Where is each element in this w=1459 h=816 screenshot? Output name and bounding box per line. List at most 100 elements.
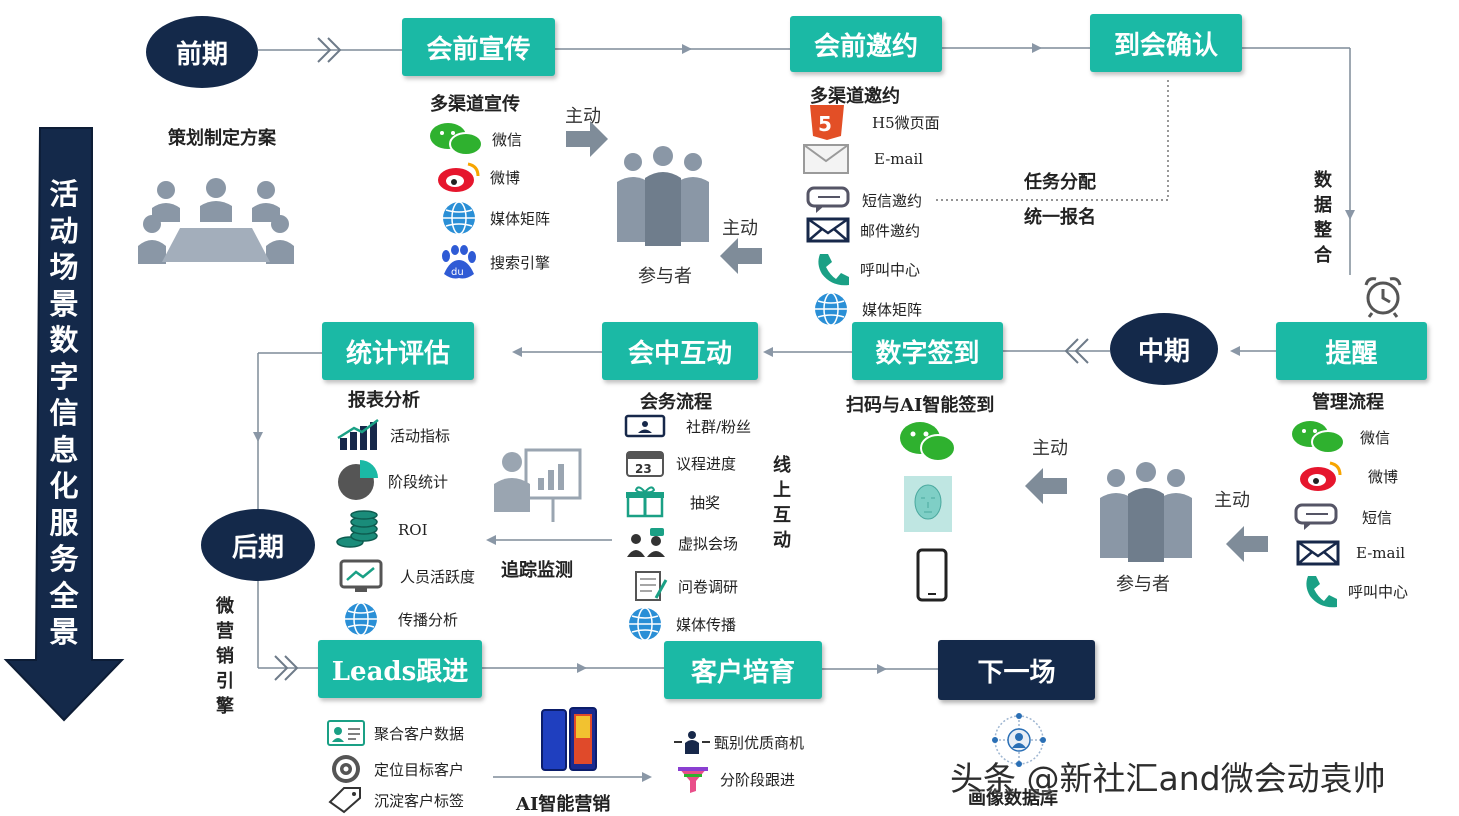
phase-middle[interactable]: 中期 <box>1110 313 1218 385</box>
promo-item-weibo[interactable]: 微博 <box>436 160 520 194</box>
task-label-assign: 任务分配 <box>1024 172 1096 193</box>
baidu-icon: du <box>442 245 476 279</box>
promo-item-search[interactable]: du 搜索引擎 <box>436 244 550 280</box>
invite-item-email[interactable]: E-mail <box>802 143 923 175</box>
globe-icon <box>815 292 847 326</box>
interact-item-media[interactable]: 媒体传播 <box>622 606 736 642</box>
interact-item-virtual-venue[interactable]: 虚拟会场 <box>624 527 738 559</box>
invite-item-envelope[interactable]: 邮件邀约 <box>806 217 920 243</box>
remind-item-wechat[interactable]: 微信 <box>1290 420 1390 454</box>
box-nurture[interactable]: 客户培育 <box>664 641 822 699</box>
leads-item-aggregate[interactable]: 聚合客户数据 <box>326 717 464 749</box>
box-confirm[interactable]: 到会确认 <box>1090 14 1242 72</box>
box-next[interactable]: 下一场 <box>938 640 1095 700</box>
participants-label-2: 参与者 <box>1116 574 1170 595</box>
meeting-icon <box>627 528 665 557</box>
evaluate-item-roi[interactable]: ROI <box>334 510 428 550</box>
interact-item-label: 社群/粉丝 <box>686 417 752 436</box>
big-down-arrow <box>3 127 125 722</box>
face-recognition-icon <box>904 476 952 532</box>
globe-icon <box>629 607 661 641</box>
remind-item-sms[interactable]: 短信 <box>1294 503 1392 531</box>
leads-item-label: 聚合客户数据 <box>374 724 465 743</box>
nurture-item-label: 甄别优质商机 <box>714 733 805 752</box>
phone-icon <box>818 254 849 286</box>
network-portrait-icon <box>992 713 1046 767</box>
evaluate-item-label: 活动指标 <box>390 426 451 445</box>
remind-item-callcenter[interactable]: 呼叫中心 <box>1302 572 1408 610</box>
evaluate-item-stage[interactable]: 阶段统计 <box>334 460 448 502</box>
interact-item-label: 抽奖 <box>690 493 721 512</box>
svg-text:du: du <box>451 267 464 278</box>
svg-text:5: 5 <box>818 112 832 136</box>
invite-item-sms[interactable]: 短信邀约 <box>806 186 922 214</box>
invite-item-media[interactable]: 媒体矩阵 <box>808 291 922 327</box>
evaluate-item-spread[interactable]: 传播分析 <box>336 601 458 637</box>
bar-chart-icon <box>337 419 379 450</box>
interact-item-label: 问卷调研 <box>678 577 739 596</box>
leads-item-target[interactable]: 定位目标客户 <box>326 753 464 785</box>
box-promo[interactable]: 会前宣传 <box>402 18 555 76</box>
promo-item-wechat[interactable]: 微信 <box>428 122 522 156</box>
globe-icon <box>345 602 377 636</box>
invite-item-label: 短信邀约 <box>862 191 923 210</box>
promo-item-label: 搜索引擎 <box>490 253 551 272</box>
box-remind[interactable]: 提醒 <box>1276 322 1427 380</box>
active-label-3: 主动 <box>1032 438 1068 459</box>
box-evaluate[interactable]: 统计评估 <box>322 322 474 380</box>
remind-item-email[interactable]: E-mail <box>1296 540 1405 566</box>
evaluate-item-label: ROI <box>398 521 428 539</box>
evaluate-item-metrics[interactable]: 活动指标 <box>336 418 450 452</box>
weibo-icon <box>1300 461 1342 491</box>
promo-item-media[interactable]: 媒体矩阵 <box>436 200 550 236</box>
coins-icon <box>336 510 378 548</box>
box-checkin[interactable]: 数字签到 <box>852 322 1003 380</box>
nurture-item-stage[interactable]: 分阶段跟进 <box>676 763 795 795</box>
calendar-icon: 23 <box>626 451 664 477</box>
invite-title: 多渠道邀约 <box>810 86 900 107</box>
leads-item-label: 定位目标客户 <box>374 760 465 779</box>
box-invite[interactable]: 会前邀约 <box>790 16 942 72</box>
interact-item-community[interactable]: 社群/粉丝 <box>624 413 751 439</box>
person-filter-icon <box>674 731 710 754</box>
remind-item-weibo[interactable]: 微博 <box>1298 459 1398 493</box>
checkin-title: 扫码与AI智能签到 <box>846 395 995 416</box>
remind-title: 管理流程 <box>1312 392 1384 413</box>
interact-item-agenda[interactable]: 23 议程进度 <box>624 448 736 478</box>
participants-group-icon <box>617 146 709 246</box>
interact-item-survey[interactable]: 问卷调研 <box>630 570 738 602</box>
evaluate-item-activity[interactable]: 人员活跃度 <box>338 558 475 594</box>
html5-icon: 5 <box>810 105 844 140</box>
smartphone-icon <box>541 707 597 771</box>
sms-icon <box>1294 503 1338 530</box>
invite-item-h5[interactable]: 5 H5微页面 <box>806 103 940 141</box>
active-label-4: 主动 <box>1214 490 1250 511</box>
invite-item-callcenter[interactable]: 呼叫中心 <box>814 250 920 288</box>
community-icon <box>624 414 666 438</box>
active-label-1: 主动 <box>565 106 601 127</box>
invite-item-label: E-mail <box>874 150 924 168</box>
evaluate-title: 报表分析 <box>348 390 420 411</box>
invite-item-label: 呼叫中心 <box>860 260 921 279</box>
box-leads[interactable]: Leads跟进 <box>318 640 482 698</box>
interact-item-label: 议程进度 <box>676 454 737 473</box>
side-title: 活动场景数字信息化服务全景 <box>49 177 79 649</box>
invite-item-label: 邮件邀约 <box>860 221 921 240</box>
tag-icon <box>328 787 361 814</box>
task-label-register: 统一报名 <box>1024 207 1096 228</box>
globe-icon <box>443 201 475 235</box>
sms-icon <box>806 186 850 213</box>
box-interact[interactable]: 会中互动 <box>602 322 758 380</box>
nurture-item-identify[interactable]: 甄别优质商机 <box>672 728 804 756</box>
gift-icon <box>626 486 664 518</box>
online-interaction-label: 线上互动 <box>773 455 791 551</box>
phase-late[interactable]: 后期 <box>201 509 315 581</box>
invite-item-label: H5微页面 <box>872 113 940 132</box>
phase-early[interactable]: 前期 <box>146 16 258 88</box>
leads-item-tag[interactable]: 沉淀客户标签 <box>326 786 464 814</box>
interact-item-lottery[interactable]: 抽奖 <box>624 486 720 518</box>
invite-item-label: 媒体矩阵 <box>862 300 923 319</box>
monitor-icon <box>339 559 383 592</box>
envelope-icon <box>1296 540 1340 566</box>
interact-item-label: 虚拟会场 <box>678 534 739 553</box>
